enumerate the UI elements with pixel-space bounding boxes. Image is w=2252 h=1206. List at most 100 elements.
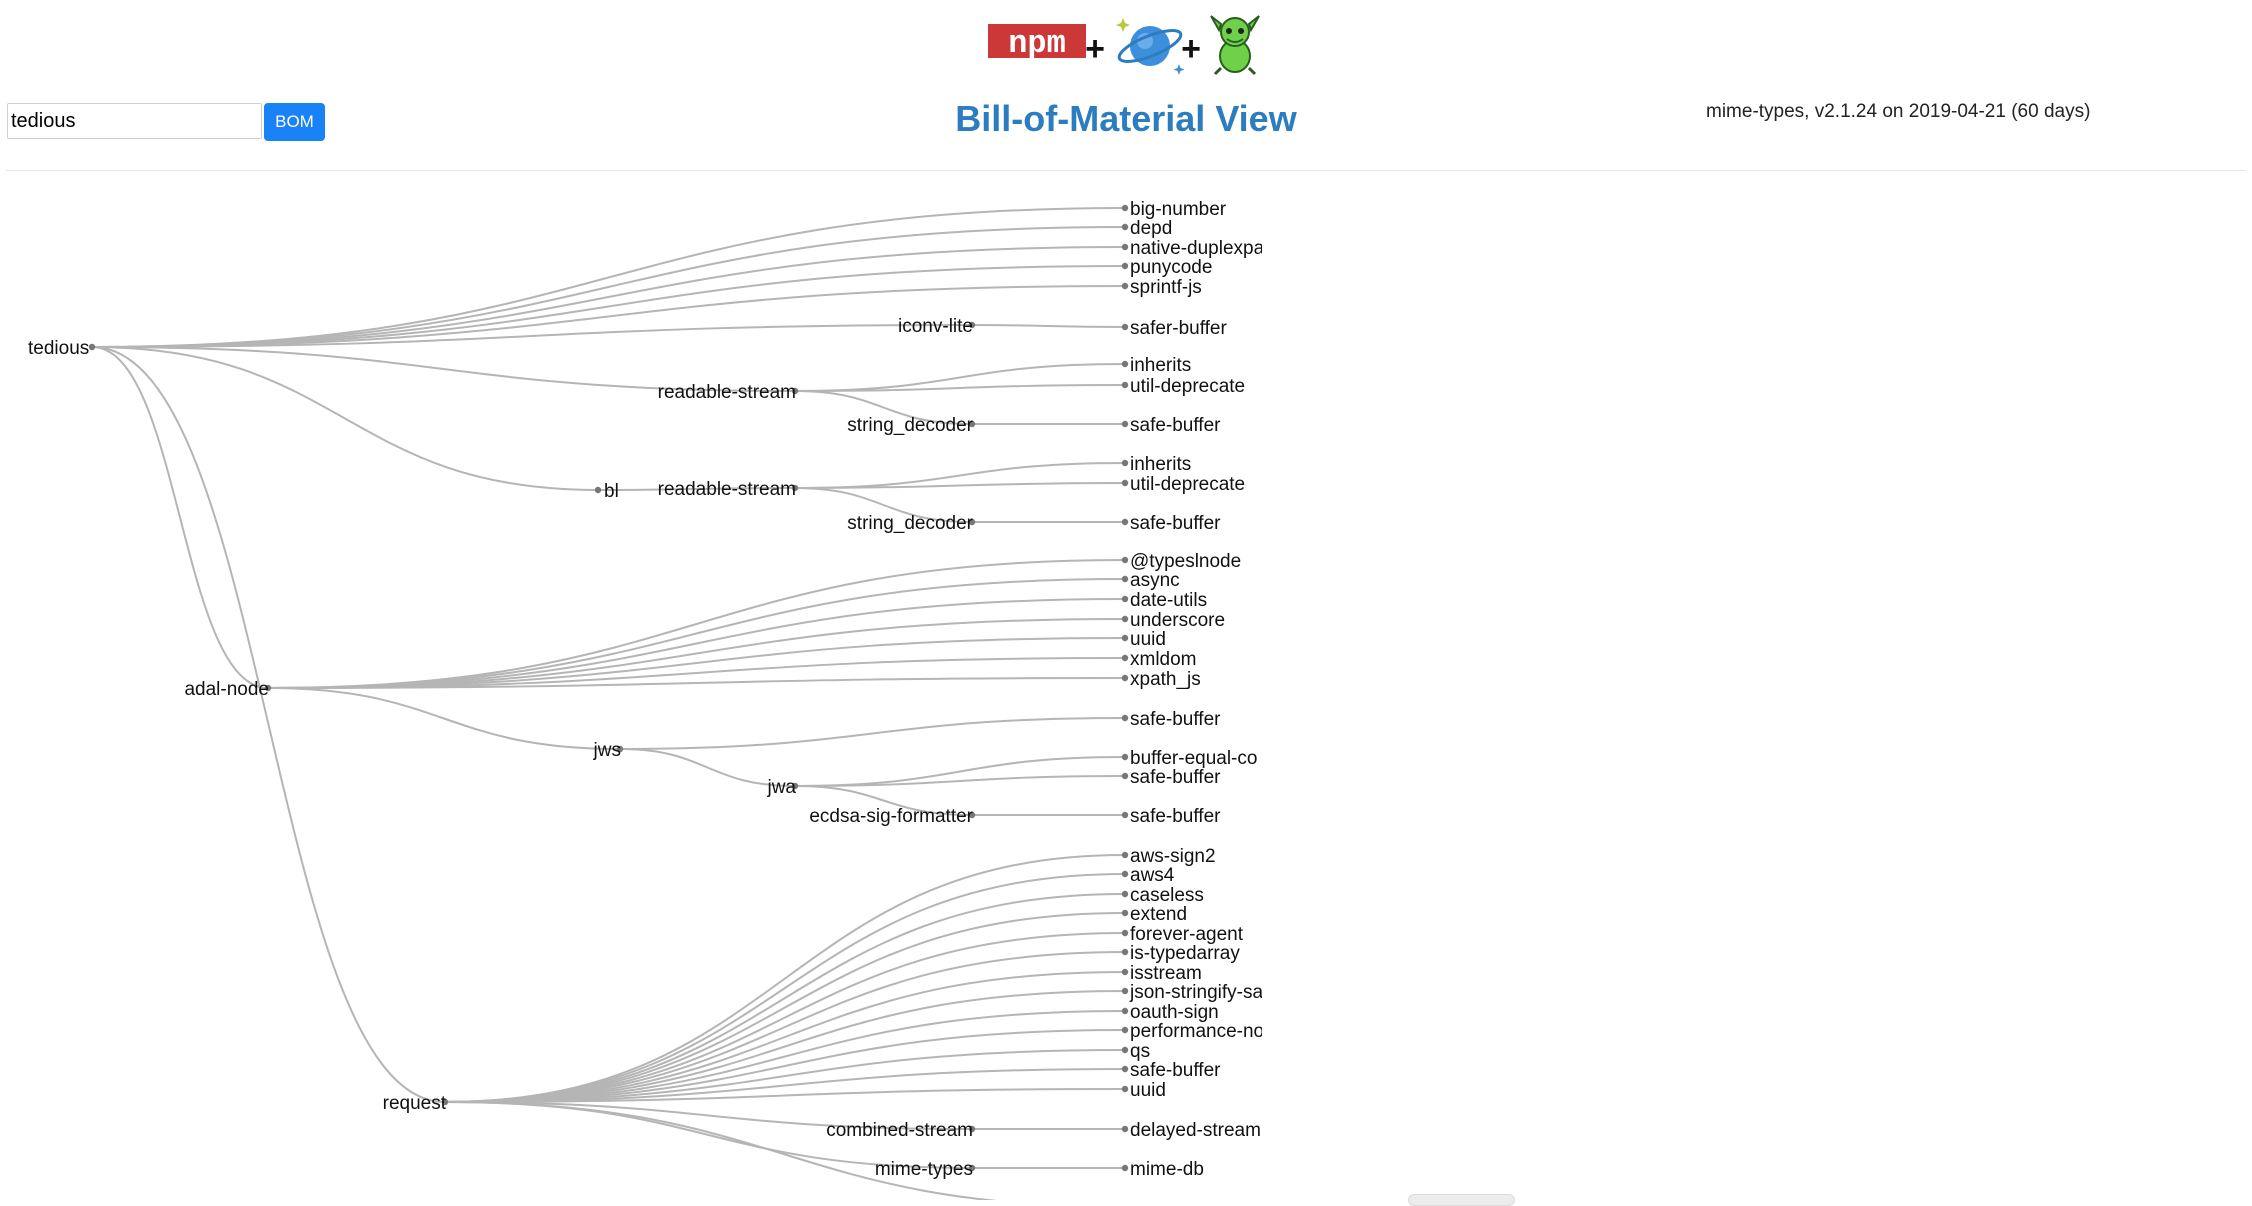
tree-node-label[interactable]: string_decoder (847, 415, 973, 436)
tree-node-dot[interactable] (1122, 480, 1128, 486)
tree-node-label[interactable]: uuid (1130, 629, 1166, 650)
tree-node-label[interactable]: safe-buffer (1130, 709, 1221, 730)
tree-node-dot[interactable] (1122, 596, 1128, 602)
tree-node-label[interactable]: uuid (1130, 1080, 1166, 1101)
tree-node-dot[interactable] (1122, 244, 1128, 250)
tree-node-label[interactable]: readable-stream (658, 479, 796, 500)
tree-node-label[interactable]: readable-stream (658, 382, 796, 403)
tree-node-dot[interactable] (1122, 421, 1128, 427)
tree-node[interactable]: sprintf-js (1122, 277, 1202, 298)
tree-node[interactable]: buffer-equal-co (1122, 748, 1258, 769)
tree-node[interactable]: caseless (1122, 885, 1204, 906)
tree-node[interactable]: native-duplexpa (1122, 238, 1265, 259)
tree-node[interactable]: inherits (1122, 355, 1191, 376)
tree-node-dot[interactable] (1122, 675, 1128, 681)
tree-node-dot[interactable] (1122, 715, 1128, 721)
tree-node-dot[interactable] (1122, 773, 1128, 779)
tree-node-dot[interactable] (595, 487, 601, 493)
tree-node-label[interactable]: adal-node (184, 679, 269, 700)
tree-node[interactable]: aws4 (1122, 865, 1175, 886)
tree-node-label[interactable]: safe-buffer (1130, 767, 1221, 788)
tree-node-label[interactable]: util-deprecate (1130, 474, 1245, 495)
tree-node[interactable]: tedious (28, 338, 95, 359)
tree-node[interactable]: safe-buffer (1122, 415, 1221, 436)
tree-node[interactable]: depd (1122, 218, 1172, 239)
tree-node[interactable]: iconv-lite (898, 316, 975, 337)
tree-node-dot[interactable] (1122, 460, 1128, 466)
tree-node[interactable]: ecdsa-sig-formatter (809, 806, 975, 827)
tree-node[interactable]: safe-buffer (1122, 513, 1221, 534)
tree-node-dot[interactable] (1122, 205, 1128, 211)
tree-node[interactable]: isstream (1122, 963, 1202, 984)
tree-node-dot[interactable] (1122, 1165, 1128, 1171)
tree-node[interactable]: combined-stream (826, 1120, 975, 1141)
tree-node-dot[interactable] (1122, 910, 1128, 916)
tree-node[interactable]: @typeslnode (1122, 551, 1241, 572)
tree-node[interactable]: performance-no (1122, 1021, 1264, 1042)
tree-node-dot[interactable] (1122, 263, 1128, 269)
tree-node-label[interactable]: qs (1130, 1041, 1150, 1062)
tree-node-label[interactable]: jws (593, 740, 621, 761)
tree-node-dot[interactable] (1122, 1047, 1128, 1053)
tree-node[interactable]: inherits (1122, 454, 1191, 475)
tree-node[interactable]: readable-stream (658, 479, 799, 500)
tree-node-dot[interactable] (1122, 635, 1128, 641)
tree-node[interactable]: mime-types (875, 1159, 975, 1180)
tree-node[interactable]: extend (1122, 904, 1187, 925)
tree-node[interactable]: big-number (1122, 199, 1227, 220)
tree-node-label[interactable]: xmldom (1130, 649, 1197, 670)
tree-node-label[interactable]: iconv-lite (898, 316, 973, 337)
tree-node[interactable]: string_decoder (847, 415, 975, 436)
tree-node-dot[interactable] (1122, 324, 1128, 330)
tree-node-label[interactable]: inherits (1130, 454, 1191, 475)
tree-node-dot[interactable] (1122, 519, 1128, 525)
tree-node-dot[interactable] (1122, 1008, 1128, 1014)
tree-node[interactable]: jwa (766, 777, 798, 798)
tree-node-label[interactable]: performance-no (1130, 1021, 1264, 1042)
tree-node-label[interactable]: @typeslnode (1130, 551, 1241, 572)
tree-node-label[interactable]: aws-sign2 (1130, 846, 1216, 867)
tree-node[interactable]: aws-sign2 (1122, 846, 1216, 867)
tree-node-label[interactable]: big-number (1130, 199, 1227, 220)
tree-node-label[interactable]: buffer-equal-co (1130, 748, 1257, 769)
tree-node[interactable]: jws (593, 740, 624, 761)
tree-node[interactable]: underscore (1122, 610, 1225, 631)
tree-node-dot[interactable] (1122, 655, 1128, 661)
tree-node-dot[interactable] (1122, 988, 1128, 994)
tree-node-label[interactable]: json-stringify-sa (1129, 982, 1263, 1003)
tree-node-dot[interactable] (1122, 557, 1128, 563)
tree-node-label[interactable]: util-deprecate (1130, 376, 1245, 397)
tree-node-label[interactable]: request (383, 1093, 447, 1114)
tree-node[interactable]: delayed-stream (1122, 1120, 1261, 1141)
tree-node-label[interactable]: oauth-sign (1130, 1002, 1219, 1023)
tree-node[interactable]: safe-buffer (1122, 1060, 1221, 1081)
tree-node-label[interactable]: string_decoder (847, 513, 973, 534)
tree-node[interactable]: punycode (1122, 257, 1213, 278)
tree-node-label[interactable]: mime-db (1130, 1159, 1204, 1180)
tree-node[interactable]: forever-agent (1122, 924, 1244, 945)
tree-node[interactable]: oauth-sign (1122, 1002, 1219, 1023)
tree-node-label[interactable]: xpath_js (1130, 669, 1201, 690)
tree-node-label[interactable]: native-duplexpa (1130, 238, 1265, 259)
tree-node-label[interactable]: tedious (28, 338, 89, 359)
tree-node[interactable]: xmldom (1122, 649, 1197, 670)
tree-node-dot[interactable] (1122, 754, 1128, 760)
tree-node[interactable]: safer-buffer (1122, 318, 1228, 339)
tree-node-label[interactable]: aws4 (1130, 865, 1175, 886)
tree-node[interactable]: util-deprecate (1122, 376, 1245, 397)
tree-node-dot[interactable] (1122, 283, 1128, 289)
tree-node-label[interactable]: combined-stream (826, 1120, 973, 1141)
tree-node-label[interactable]: jwa (766, 777, 796, 798)
tree-node[interactable]: json-stringify-sa (1122, 982, 1264, 1003)
tree-node-label[interactable]: safe-buffer (1130, 806, 1221, 827)
tree-node-label[interactable]: delayed-stream (1130, 1120, 1261, 1141)
tree-node-label[interactable]: async (1130, 570, 1180, 591)
tree-node-label[interactable]: is-typedarray (1130, 943, 1240, 964)
tree-node-dot[interactable] (89, 344, 95, 350)
offscreen-button[interactable] (1408, 1194, 1515, 1206)
tree-node[interactable]: util-deprecate (1122, 474, 1245, 495)
tree-node-label[interactable]: sprintf-js (1130, 277, 1202, 298)
tree-node-dot[interactable] (1122, 949, 1128, 955)
tree-node[interactable]: mime-db (1122, 1159, 1204, 1180)
tree-node-dot[interactable] (1122, 224, 1128, 230)
